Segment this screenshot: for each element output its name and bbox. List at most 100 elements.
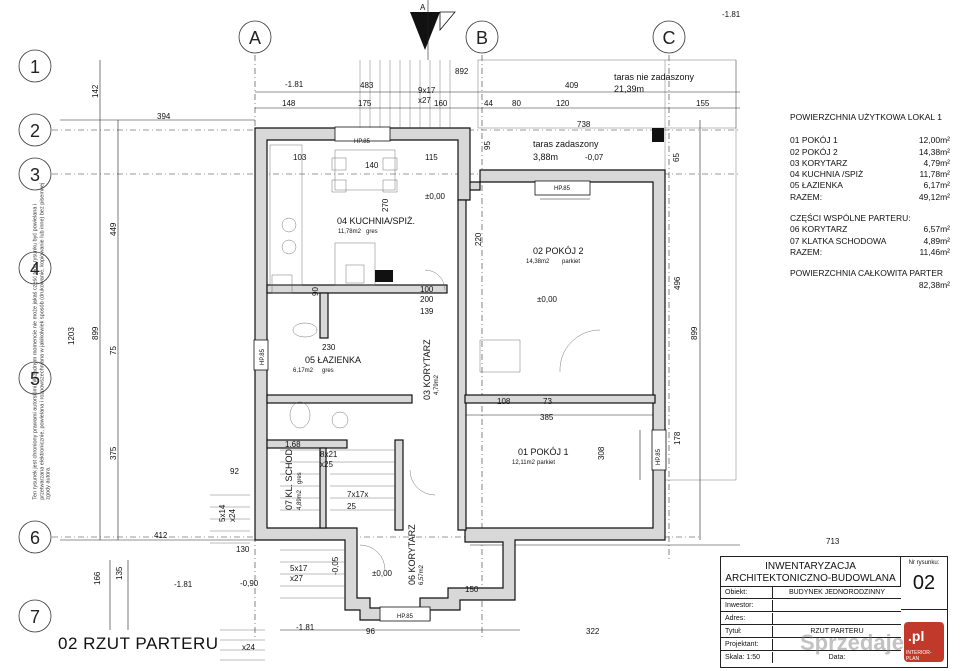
level-top-left: -1.81 <box>285 80 304 89</box>
dimension-lines <box>60 60 740 631</box>
dimension-value: 394 <box>157 112 171 121</box>
room-corridor3-label: 03 KORYTARZ <box>422 339 432 400</box>
dimension-value: 139 <box>420 307 434 316</box>
dimension-value: 120 <box>556 99 570 108</box>
title-row-object: Obiekt:BUDYNEK JEDNORODZINNY <box>721 587 901 599</box>
dimension-value: 92 <box>230 467 239 476</box>
stair-s4: 5x14 <box>218 504 227 522</box>
level-lower-mid: -0,05 <box>331 556 340 575</box>
dimension-value: 166 <box>93 571 102 585</box>
dimension-value: 115 <box>425 153 438 162</box>
stair-s2: 8x21 <box>320 450 338 459</box>
axis-3: 3 <box>30 165 40 185</box>
window-label-bath: HP.85 <box>260 348 266 365</box>
dimension-value: 108 <box>497 397 511 406</box>
stairs-graphics <box>210 60 451 661</box>
room-2-finish: parkiet <box>562 259 580 265</box>
windows: HP.85 HP.85 HP.85 HP.85 HP.85 <box>253 126 667 622</box>
dimension-value: 738 <box>577 120 591 129</box>
stair-s5: 5x17 <box>290 564 308 573</box>
dimension-value: 65 <box>672 153 681 162</box>
room-labels: 04 KUCHNIA/SPIŻ. 11,78m2 gres 02 POKÓJ 2… <box>284 72 695 585</box>
legend-row: RAZEM:11,46m² <box>790 246 950 257</box>
legend-title-1: POWIERZCHNIA UŻYTKOWA LOKAL 1 <box>790 112 942 122</box>
dimension-value: 200 <box>420 295 434 304</box>
fixtures <box>269 144 641 480</box>
terrace-open-label: taras nie zadaszony <box>614 72 695 82</box>
dimension-value: 1.68 <box>285 440 301 449</box>
legend-title-2: CZĘŚCI WSPÓLNE PARTERU: <box>790 213 911 224</box>
terrace-open-outline <box>477 59 737 481</box>
room-1-area: 12,11m2 <box>512 460 536 466</box>
dimension-numbers: 483 892 409 148 175 160 44 80 120 155 39… <box>67 67 840 636</box>
stair-s5b: x27 <box>290 574 303 583</box>
terrace-covered-label: taras zadaszony <box>533 139 599 149</box>
watermark: Sprzedajemy .pl INTERIOR-PLAN <box>792 620 950 664</box>
drawing-number: Nr rysunku: 02 <box>901 557 947 610</box>
title-row-investor: Inwestor: <box>721 600 901 612</box>
room-corridor6-area: 6,57m2 <box>419 564 425 585</box>
dimension-value: 409 <box>565 81 579 90</box>
dimension-value: 270 <box>381 198 390 212</box>
dimension-value: 75 <box>109 346 118 355</box>
level-marks: -1.81 -1.81 -0,90 -1.81 -1.81 -0,05 ±0,0… <box>174 10 741 632</box>
terrace-covered-area: 3,88m <box>533 152 558 162</box>
stair-s6: x24 <box>242 643 255 652</box>
stair-s1b: x27 <box>418 96 431 105</box>
dimension-value: 44 <box>484 99 493 108</box>
room-1-finish: parkiet <box>537 460 555 466</box>
dimension-value: 230 <box>322 343 336 352</box>
level-stairs-left: -0,90 <box>240 579 259 588</box>
dimension-value: 90 <box>311 287 320 296</box>
room-stairs7-area: 4,89m2 <box>297 489 303 510</box>
dimension-value: 220 <box>474 232 483 246</box>
room-stairs7-finish: gres <box>297 472 303 484</box>
room-kitchen-finish: gres <box>366 229 378 235</box>
dimension-value: 385 <box>540 413 554 422</box>
room-kitchen-area: 11,78m2 <box>338 229 362 235</box>
dimension-value: 142 <box>91 84 100 98</box>
dimension-value: 899 <box>690 326 699 340</box>
dimension-value: 140 <box>365 161 379 170</box>
dimension-value: 483 <box>360 81 374 90</box>
terrace-open-area: 21,39m <box>614 84 644 94</box>
room-bath-area: 6,17m2 <box>293 368 314 374</box>
dimension-value: 496 <box>673 276 682 290</box>
dimension-value: 135 <box>115 566 124 580</box>
copyright-note: Ten rysunek jest chroniony prawami autor… <box>32 182 52 500</box>
dimension-value: 95 <box>483 141 492 150</box>
legend-title-3: POWIERZCHNIA CAŁKOWITA PARTER <box>790 268 944 279</box>
dimension-value: 148 <box>282 99 296 108</box>
axis-7: 7 <box>30 607 40 627</box>
axis-a: A <box>249 28 261 48</box>
dimension-value: 160 <box>434 99 448 108</box>
level-bottom-left: -1.81 <box>296 623 315 632</box>
dimension-value: 412 <box>154 531 168 540</box>
doors <box>359 269 601 571</box>
dimension-value: 155 <box>696 99 710 108</box>
level-terrace: -0,07 <box>585 153 604 162</box>
area-legend: POWIERZCHNIA UŻYTKOWA LOKAL 1 01 POKÓJ 1… <box>790 112 950 291</box>
room-corridor3-area: 4,79m2 <box>434 374 440 395</box>
dimension-value: 713 <box>826 537 840 546</box>
dimension-value: 80 <box>512 99 521 108</box>
dimension-value: 73 <box>543 397 552 406</box>
axis-b: B <box>476 28 488 48</box>
dimension-value: 103 <box>293 153 307 162</box>
level-entrance: ±0,00 <box>372 569 393 578</box>
dimension-value: 449 <box>109 222 118 236</box>
dimension-value: 130 <box>236 545 250 554</box>
room-bath-finish: gres <box>322 368 334 374</box>
axis-bubbles: A B C 1 2 3 4 5 6 7 <box>18 20 686 633</box>
window-label-room1: HP.85 <box>656 448 662 465</box>
plan-title: 02 RZUT PARTERU <box>58 634 219 653</box>
walls <box>254 127 666 621</box>
